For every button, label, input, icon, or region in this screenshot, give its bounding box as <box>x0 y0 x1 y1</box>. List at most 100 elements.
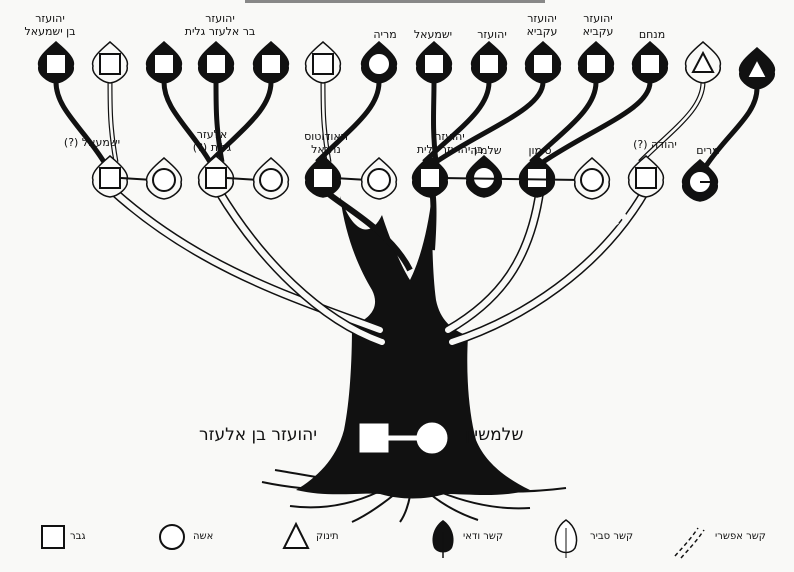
grandchild-male-symbol <box>260 53 282 75</box>
top-rule <box>245 0 545 3</box>
legend-label-infant: תינוק <box>316 531 339 542</box>
grandchild-branch <box>541 81 653 165</box>
white-branch-fill <box>215 187 385 345</box>
tree-branches <box>53 81 760 347</box>
grandchild-label: יהועזר <box>477 28 507 41</box>
grandchild-male-symbol <box>205 53 227 75</box>
child-male-symbol <box>99 167 121 189</box>
spouse-female-symbol <box>367 168 391 192</box>
grandchild-branch <box>53 81 107 164</box>
label-line: בן ישמעאל <box>24 25 76 38</box>
legend-label-female: אשה <box>193 531 214 542</box>
legend-possible-line <box>674 527 699 557</box>
tree-root <box>399 495 411 523</box>
label-line: עקביא <box>526 25 558 38</box>
child-label: שלמיה <box>470 144 501 157</box>
legend-female-circle <box>159 524 185 550</box>
grandchild-label: מריה <box>373 28 396 41</box>
grandchild-male-symbol <box>423 53 445 75</box>
spouse-female-symbol <box>580 168 604 192</box>
tree-root <box>289 491 379 509</box>
possible-branch-segment <box>558 210 632 267</box>
grandchild-infant-symbol <box>745 56 769 79</box>
label-line: ישמעאל <box>413 28 453 41</box>
label-line: יהודה (?) <box>633 138 677 151</box>
legend-label-possible: קשר אפשרי <box>715 531 766 542</box>
legend-label-probable: קשר סביר <box>590 531 634 542</box>
label-line: יהועזר <box>35 12 65 25</box>
grandchild-branch <box>422 81 492 164</box>
legend-infant-triangle <box>282 521 310 549</box>
legend-possible-line <box>680 529 705 559</box>
tree-trunk <box>296 195 530 499</box>
wife-circle <box>416 422 448 454</box>
white-branch-fill <box>449 187 649 345</box>
child-male-symbol <box>419 167 441 189</box>
spouse-female-symbol <box>152 168 176 192</box>
grandchild-label: מנחם <box>639 28 665 41</box>
grandchild-male-symbol <box>639 53 661 75</box>
grandchild-female-symbol <box>367 52 391 76</box>
white-branch-outline <box>107 185 385 335</box>
grandchild-male-symbol <box>99 53 121 75</box>
label-line: בר אלעזר גלית <box>184 25 256 38</box>
label-line: מריה <box>373 28 397 41</box>
child-male-symbol <box>205 167 227 189</box>
grandchild-infant-symbol <box>691 50 715 73</box>
tree-nodes <box>37 41 776 202</box>
husband-square <box>359 423 389 453</box>
black-branch <box>429 189 437 251</box>
legend-label-certain: קשר ודאי <box>463 531 504 542</box>
grandchild-male-symbol <box>532 53 554 75</box>
label-line: ישמעאל (?) <box>63 136 121 149</box>
tree-trunk-shape <box>296 195 530 499</box>
spouse-female-symbol <box>259 168 283 192</box>
white-branch-outline <box>447 185 651 347</box>
legend-label-male: גבר <box>70 531 86 542</box>
label-line: בן יהועזר גלית <box>416 143 484 156</box>
child-male-symbol <box>635 167 657 189</box>
tree-root <box>439 491 531 510</box>
grandchild-male-symbol <box>153 53 175 75</box>
grandchild-male-symbol <box>45 53 67 75</box>
child-label: ישמעאל (?) <box>64 136 120 149</box>
wife-name: שלמשיון <box>465 425 524 445</box>
label-line: סימון <box>528 144 552 157</box>
marriage-line <box>440 177 582 181</box>
legend-symbols <box>41 519 705 559</box>
label-line: יהועזר <box>477 28 507 41</box>
husband-name: יהועזר בן אלעזר <box>199 425 318 445</box>
child-label: יהודה (?) <box>633 138 677 151</box>
label-line: מנחם <box>638 28 666 41</box>
label-line: יהועזר <box>583 12 613 25</box>
label-line: גלית (?) <box>192 141 232 154</box>
tree-root <box>429 493 479 521</box>
label-line: יהועזר <box>527 12 557 25</box>
grandchild-branch <box>315 81 382 164</box>
grandchild-label: ישמעאל <box>414 28 452 41</box>
child-male-symbol <box>312 167 334 189</box>
grandchild-male-symbol <box>312 53 334 75</box>
grandchild-branch-fill <box>108 81 118 163</box>
label-line: תאודוטוס <box>304 130 348 143</box>
grandchild-male-symbol <box>478 53 500 75</box>
white-branch-fill <box>109 187 383 333</box>
grandchild-branch <box>703 87 760 168</box>
child-label: מרים <box>696 144 719 157</box>
label-line: שלמיה <box>470 144 502 157</box>
label-line: עקביא <box>582 25 614 38</box>
black-branch <box>321 187 413 272</box>
child-label: סימון <box>528 144 551 157</box>
label-line: אלעזר <box>196 128 228 141</box>
grandchild-branch <box>434 81 546 165</box>
child-male-symbol <box>526 167 548 189</box>
